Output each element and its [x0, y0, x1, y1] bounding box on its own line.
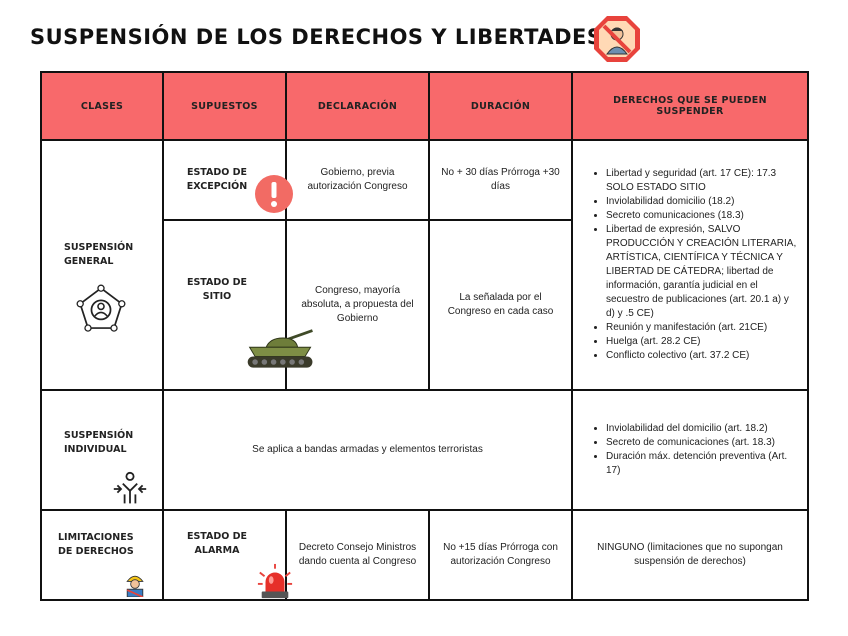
- network-person-icon: [76, 284, 126, 332]
- header-duracion: DURACIÓN: [428, 71, 573, 141]
- list-item: Libertad y seguridad (art. 17 CE): 17.3 …: [606, 167, 800, 195]
- clase-individual: SUSPENSIÓN INDIVIDUAL: [64, 430, 134, 455]
- list-item: Huelga (art. 28.2 CE): [606, 335, 800, 349]
- derechos-individual-cell: Inviolabilidad del domicilio (art. 18.2)…: [571, 389, 809, 511]
- table-row: SUSPENSIÓN GENERAL ESTADO DE EXCEPCIÓN: [40, 139, 809, 391]
- supuesto-sitio: ESTADO DE SITIO: [186, 277, 248, 302]
- siren-icon: [257, 563, 293, 599]
- supuesto-excepcion: ESTADO DE EXCEPCIÓN: [186, 167, 248, 192]
- suspension-table: CLASES SUPUESTOS DECLARACIÓN DURACIÓN DE…: [40, 71, 809, 601]
- table-row: ESTADO DE SITIO Congreso, mayoría absolu…: [41, 219, 808, 391]
- page-title: SUSPENSIÓN DE LOS DERECHOS Y LIBERTADES …: [30, 25, 642, 49]
- exclamation-icon: [255, 175, 293, 213]
- clase-general-cell: SUSPENSIÓN GENERAL: [40, 139, 164, 391]
- clase-individual-cell: SUSPENSIÓN INDIVIDUAL: [40, 389, 164, 511]
- supuesto-sitio-cell: ESTADO DE SITIO: [162, 219, 313, 391]
- supuesto-alarma-cell: ESTADO DE ALARMA: [162, 509, 293, 601]
- list-item: Reunión y manifestación (art. 21CE): [606, 321, 800, 335]
- derechos-general-cell: Libertad y seguridad (art. 17 CE): 17.3 …: [571, 139, 809, 391]
- header-supuestos: SUPUESTOS: [162, 71, 287, 141]
- header-row: CLASES SUPUESTOS DECLARACIÓN DURACIÓN DE…: [40, 71, 809, 141]
- no-person-octagon-icon: [594, 16, 640, 62]
- supuesto-excepcion-cell: ESTADO DE EXCEPCIÓN: [162, 139, 293, 221]
- header-clases: CLASES: [40, 71, 164, 141]
- declaracion-excepcion: Gobierno, previa autorización Congreso: [285, 139, 430, 221]
- tank-icon: [247, 329, 313, 368]
- clase-limitaciones-cell: LIMITACIONES DE DERECHOS: [40, 509, 164, 601]
- supuesto-alarma: ESTADO DE ALARMA: [186, 531, 248, 556]
- list-item: Conflicto colectivo (art. 37.2 CE): [606, 349, 800, 363]
- duracion-alarma: No +15 días Prórroga con autorización Co…: [428, 509, 573, 601]
- individual-texto: Se aplica a bandas armadas y elementos t…: [162, 389, 573, 511]
- list-item: Inviolabilidad domicilio (18.2): [606, 195, 800, 209]
- derechos-general-list: Libertad y seguridad (art. 17 CE): 17.3 …: [574, 167, 806, 363]
- clase-limitaciones: LIMITACIONES DE DERECHOS: [58, 532, 134, 557]
- header-derechos: DERECHOS QUE SE PUEDEN SUSPENDER: [571, 71, 809, 141]
- derechos-limitaciones: NINGUNO (limitaciones que no supongan su…: [571, 509, 809, 601]
- worker-icon: [126, 575, 144, 597]
- list-item: Secreto de comunicaciones (art. 18.3): [606, 436, 800, 450]
- table-row: SUSPENSIÓN INDIVIDUAL Se aplica a bandas…: [40, 389, 809, 511]
- table-row: LIMITACIONES DE DERECHOS ESTADO DE ALARM…: [40, 509, 809, 601]
- list-item: Secreto comunicaciones (18.3): [606, 209, 800, 223]
- duracion-sitio: La señalada por el Congreso en cada caso: [428, 219, 573, 391]
- arrest-icon: [113, 471, 147, 504]
- list-item: Duración máx. detención preventiva (Art.…: [606, 450, 800, 478]
- list-item: Libertad de expresión, SALVO PRODUCCIÓN …: [606, 223, 800, 321]
- derechos-individual-list: Inviolabilidad del domicilio (art. 18.2)…: [574, 422, 806, 478]
- header-declaracion: DECLARACIÓN: [285, 71, 430, 141]
- clase-general: SUSPENSIÓN GENERAL: [64, 242, 134, 267]
- list-item: Inviolabilidad del domicilio (art. 18.2): [606, 422, 800, 436]
- duracion-excepcion: No + 30 días Prórroga +30 días: [428, 139, 573, 221]
- declaracion-alarma: Decreto Consejo Ministros dando cuenta a…: [285, 509, 430, 601]
